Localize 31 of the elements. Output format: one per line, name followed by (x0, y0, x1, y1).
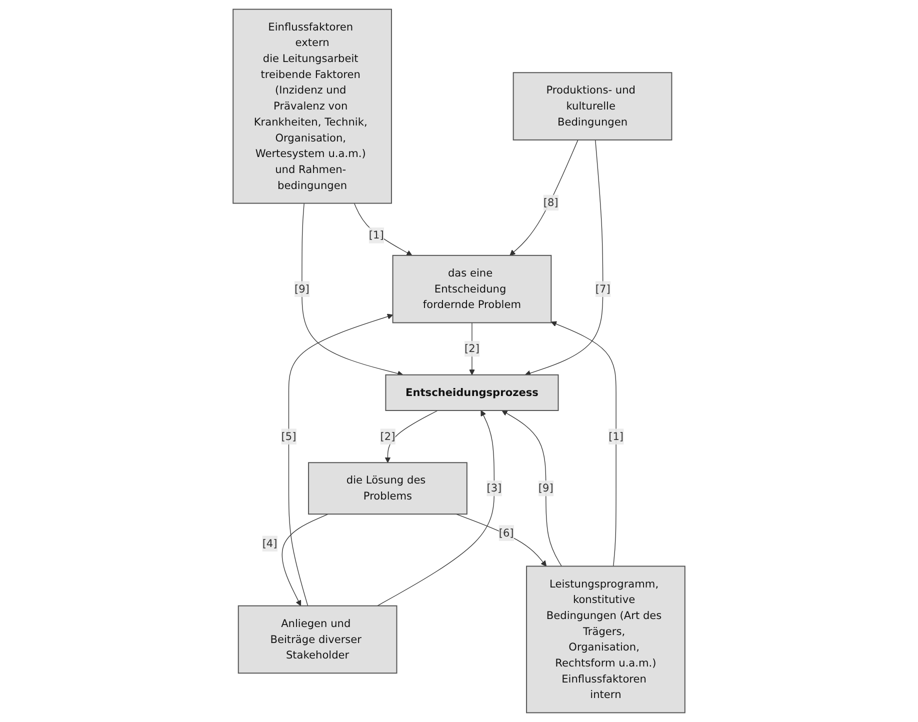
edge-label: [7] (595, 282, 610, 296)
node-box: Leistungsprogramm, konstitutive Bedingungen (Art des Trägers, Organisation, Rechtsform u.a.m.) Einflussfaktoren intern (526, 566, 686, 714)
edge-label: [2] (464, 342, 480, 355)
arrow (302, 202, 404, 376)
edge-label: [6] (498, 526, 514, 539)
arrow (510, 140, 578, 256)
node-box: Anliegen und Beiträge diverser Stakeholder (238, 605, 398, 674)
edge-label: [1] (608, 430, 624, 442)
arrow (288, 314, 394, 606)
edge-label: [9] (294, 282, 310, 296)
edge-label: [5] (281, 430, 296, 442)
arrow (550, 321, 616, 567)
arrow (377, 410, 495, 606)
edge-label: [3] (486, 482, 502, 494)
edge-label: [4] (262, 537, 278, 550)
arrow (502, 410, 562, 567)
arrow (384, 410, 438, 463)
arrow (456, 514, 547, 566)
node-box: die Lösung des Problems (308, 462, 468, 515)
node-box: das eine Entscheidung fordernde Problem (392, 254, 552, 324)
arrow (354, 202, 412, 256)
edge-label: [2] (380, 430, 396, 442)
edge-label: [9] (538, 482, 554, 494)
arrow (524, 140, 604, 376)
node-box: Entscheidungsprozess (385, 374, 559, 411)
arrow (282, 514, 329, 606)
edge-label: [1] (368, 228, 384, 242)
node-box: Produktions- und kulturelle Bedingungen (512, 72, 672, 140)
arrow (469, 322, 475, 376)
edge-label: [8] (543, 196, 558, 209)
node-box: Einflussfaktoren extern die Leitungsarbeit treibende Faktoren (Inzidenz und Prävalenz von Krankheiten, Technik, Organisation, Wertesystem u.a.m.) und Rahmen- bedingungen (232, 8, 392, 204)
